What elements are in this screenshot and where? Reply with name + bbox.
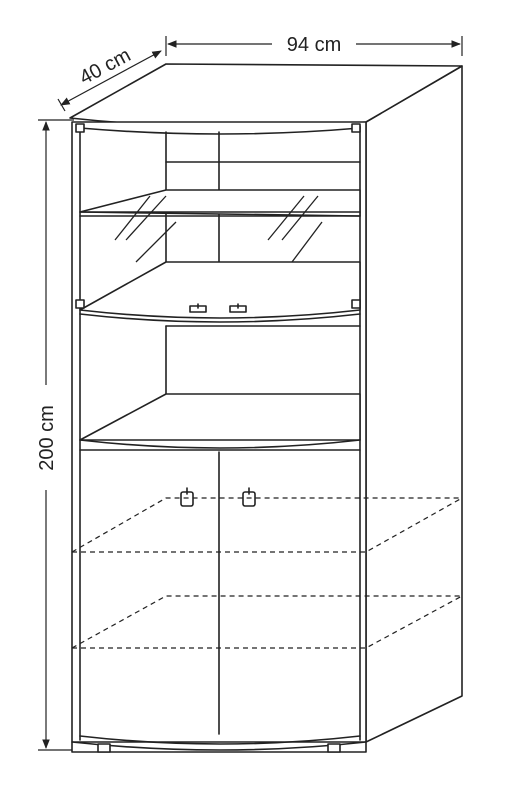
open-shelf-bow (79, 439, 361, 449)
height-label: 200 cm (36, 405, 58, 471)
foot-right (327, 743, 341, 753)
top-bow-edge (79, 127, 361, 135)
cabinet (69, 63, 463, 753)
depth-label: 40 cm (76, 44, 134, 89)
foot-left (97, 743, 111, 753)
plinth (71, 741, 367, 753)
lower-door-handles[interactable] (180, 487, 256, 507)
hinge-top-left (75, 123, 85, 133)
open-shelf (79, 393, 361, 441)
depth-ext-left (57, 98, 66, 112)
glass-bottom-shelf (79, 261, 361, 319)
bottom-bow-edge (79, 735, 361, 745)
hidden-shelf-upper (71, 497, 463, 553)
hinge-bottom-left (75, 299, 85, 309)
hinge-bottom-right (351, 299, 361, 309)
height-dimension: 200 cm (36, 119, 74, 751)
glass-reflection-left (114, 195, 177, 263)
glass-bottom-shelf-edge (79, 313, 361, 323)
depth-arrow (60, 50, 162, 106)
hinge-top-right (351, 123, 361, 133)
width-dimension: 94 cm (165, 34, 463, 56)
glass-reflection-right (267, 195, 323, 263)
width-label: 94 cm (287, 34, 341, 56)
glass-door-handles[interactable] (189, 303, 247, 313)
